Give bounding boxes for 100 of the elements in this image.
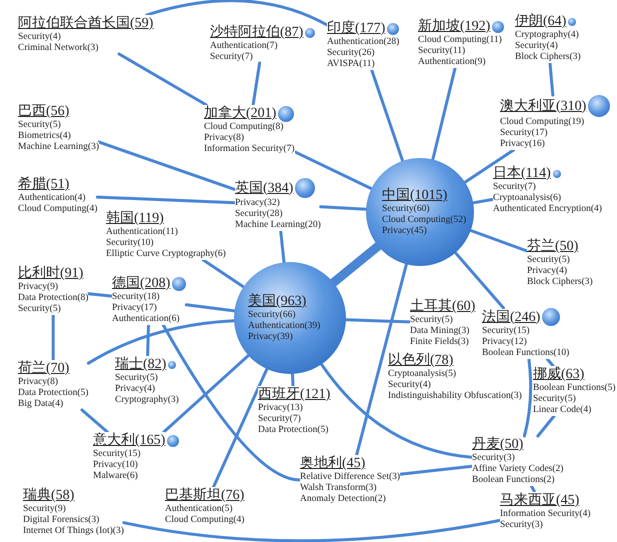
keyword-text: Relative Difference Set(3) bbox=[300, 472, 400, 483]
node-title: 西班牙(121) bbox=[258, 386, 330, 403]
connector-line bbox=[344, 318, 412, 324]
keyword-text: Big Data(4) bbox=[18, 399, 64, 410]
connector-line bbox=[355, 262, 408, 456]
keyword-text: Machine Learning(3) bbox=[18, 142, 99, 153]
keyword-text: Privacy(45) bbox=[382, 226, 427, 237]
connector-line bbox=[162, 324, 302, 482]
keyword-text: Cryptography(4) bbox=[515, 30, 579, 41]
node-title: 英国(384) bbox=[235, 180, 294, 196]
keyword-text: Security(3) bbox=[500, 520, 543, 531]
node-title: 阿拉伯联合酋长国(59) bbox=[18, 15, 154, 32]
connector-line bbox=[118, 52, 208, 106]
node-title: 希腊(51) bbox=[18, 176, 70, 193]
connector-line bbox=[530, 484, 536, 494]
connector-line bbox=[454, 251, 505, 310]
keyword-text: Privacy(4) bbox=[115, 384, 156, 395]
node-title: 美国(963) bbox=[248, 293, 306, 310]
connector-line bbox=[431, 66, 457, 161]
node-title: 瑞典(58) bbox=[23, 487, 74, 504]
keyword-text: Privacy(9) bbox=[18, 282, 58, 293]
keyword-text: Authentication(28) bbox=[327, 37, 400, 48]
node-title: 比利时(91) bbox=[18, 265, 84, 282]
keyword-text: Privacy(8) bbox=[204, 133, 244, 144]
node-title: 印度(177) bbox=[327, 20, 386, 37]
connector-line bbox=[319, 205, 368, 211]
node-title: 以色列(78) bbox=[388, 352, 454, 369]
node-title: 日本(114) bbox=[493, 165, 551, 182]
connector-line bbox=[522, 358, 532, 438]
keyword-text: AVISPA(11) bbox=[327, 59, 375, 70]
connector-line bbox=[162, 354, 250, 434]
keyword-text: Cryptography(3) bbox=[115, 395, 179, 406]
keyword-text: Privacy(8) bbox=[18, 377, 58, 388]
connector-line bbox=[472, 198, 494, 204]
keyword-text: Privacy(13) bbox=[258, 403, 303, 414]
connector-line bbox=[202, 258, 245, 288]
keyword-text: Security(15) bbox=[482, 326, 530, 337]
connector-line bbox=[146, 324, 150, 358]
keyword-text: Cryptoanalysis(5) bbox=[388, 369, 456, 380]
keyword-text: Biometrics(4) bbox=[18, 131, 71, 142]
keyword-text: Anomaly Detection(2) bbox=[300, 494, 386, 505]
keyword-text: Data Mining(3) bbox=[410, 326, 470, 337]
keyword-text: Security(5) bbox=[115, 373, 158, 384]
node-title: 土耳其(60) bbox=[410, 298, 476, 315]
keyword-text: Privacy(16) bbox=[500, 139, 545, 150]
keyword-text: Data Protection(5) bbox=[258, 425, 328, 436]
keyword-text: Authenticated Encryption(4) bbox=[493, 204, 602, 215]
keyword-text: Security(28) bbox=[235, 209, 282, 220]
connector-line bbox=[293, 150, 373, 190]
keyword-text: Security(7) bbox=[258, 414, 301, 425]
node-title: 韩国(119) bbox=[106, 210, 164, 227]
keyword-text: Security(4) bbox=[18, 32, 61, 43]
node-title: 法国(246) bbox=[482, 308, 540, 326]
keyword-text: Information Security(7) bbox=[204, 144, 294, 155]
node-title: 挪威(63) bbox=[533, 366, 584, 383]
keyword-text: Linear Code(4) bbox=[533, 405, 592, 416]
keyword-text: Authentication(6) bbox=[112, 314, 180, 325]
keyword-text: Security(10) bbox=[106, 238, 154, 249]
connector-line bbox=[370, 68, 404, 162]
node-title: 荷兰(70) bbox=[18, 360, 70, 377]
keyword-text: Block Ciphers(3) bbox=[527, 277, 593, 288]
keyword-text: Boolean Functions(10) bbox=[482, 348, 570, 359]
keyword-text: Digital Forensics(3) bbox=[23, 515, 100, 526]
keyword-text: Elliptic Curve Cryptography(6) bbox=[106, 249, 226, 260]
keyword-text: Authentication(11) bbox=[106, 227, 178, 238]
keyword-text: Security(4) bbox=[515, 41, 558, 52]
keyword-text: Malware(6) bbox=[93, 471, 138, 482]
keyword-text: Privacy(32) bbox=[235, 198, 280, 209]
connector-line bbox=[469, 229, 528, 252]
keyword-text: Security(18) bbox=[112, 292, 160, 303]
keyword-text: Data Protection(5) bbox=[18, 388, 88, 399]
node-title: 德国(208) bbox=[112, 275, 170, 292]
connector-line bbox=[536, 414, 556, 438]
keyword-text: Affine Variety Codes(2) bbox=[472, 464, 564, 475]
connector-line bbox=[86, 319, 236, 365]
keyword-text: Authentication(9) bbox=[418, 57, 486, 68]
keyword-text: Block Ciphers(3) bbox=[515, 52, 581, 63]
connector-line bbox=[96, 196, 236, 204]
keyword-text: Cloud Computing(19) bbox=[500, 117, 584, 128]
keyword-text: Security(5) bbox=[18, 120, 61, 131]
connector-line bbox=[80, 408, 109, 434]
keyword-text: Security(15) bbox=[93, 449, 140, 460]
keyword-text: Security(4) bbox=[388, 380, 431, 391]
connector-line bbox=[145, 0, 328, 26]
connector-line bbox=[328, 242, 383, 288]
keyword-text: Finite Fields(3) bbox=[410, 337, 469, 348]
connector-line bbox=[279, 230, 286, 264]
connector-line bbox=[52, 314, 55, 362]
keyword-text: Cloud Computing(11) bbox=[418, 35, 502, 46]
connector-line bbox=[464, 148, 516, 184]
connector-line bbox=[546, 358, 555, 368]
node-title: 中国(1015) bbox=[382, 187, 448, 204]
keyword-text: Indistinguishability Obfuscation(3) bbox=[388, 391, 522, 402]
keyword-text: Security(7) bbox=[493, 182, 536, 193]
node-title: 新加坡(192) bbox=[418, 18, 490, 35]
keyword-text: Privacy(12) bbox=[482, 337, 527, 348]
node-title: 马来西亚(45) bbox=[500, 492, 580, 509]
node-title: 瑞士(82) bbox=[115, 356, 166, 373]
keyword-text: Security(60) bbox=[382, 204, 430, 215]
connector-line bbox=[548, 62, 554, 96]
